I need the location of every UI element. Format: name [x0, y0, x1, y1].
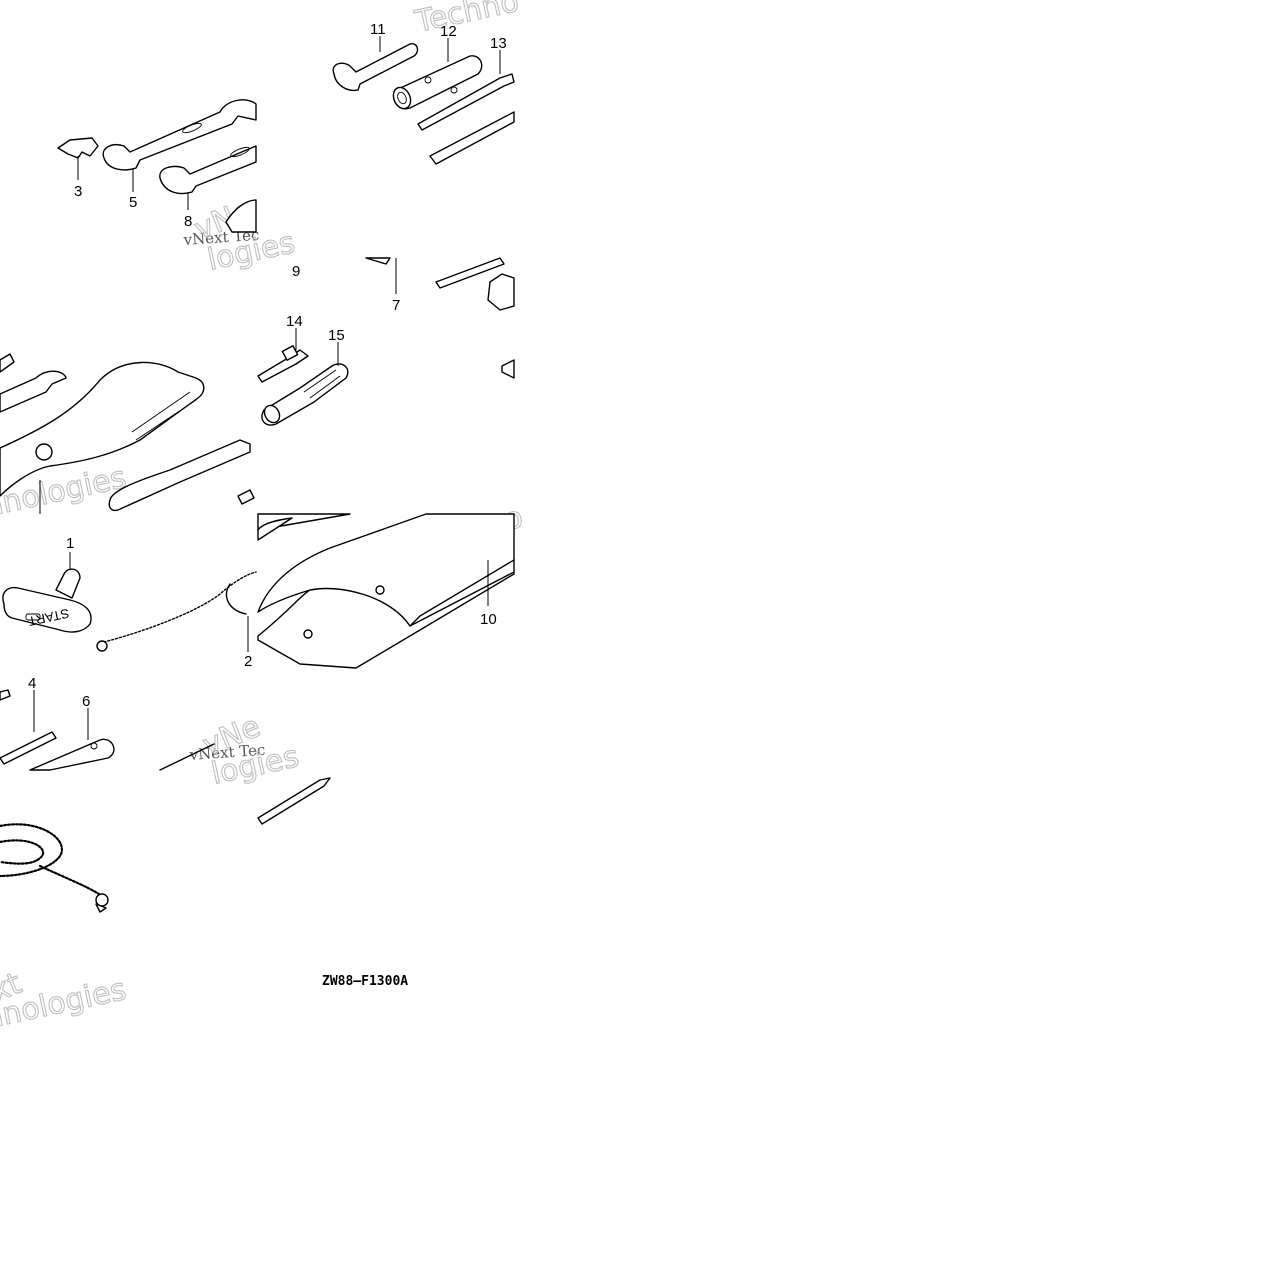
tile-wrench-set: 3 5 8	[57, 99, 257, 233]
part-label-12: 12	[440, 23, 457, 40]
part-15-driver	[261, 363, 349, 426]
part-edge	[501, 359, 515, 379]
part-label-11: 11	[370, 21, 386, 38]
part-13-blade	[429, 111, 515, 165]
part-4-rod	[0, 731, 57, 765]
part-8-stamp	[230, 146, 250, 158]
part-10-snap-2	[303, 629, 313, 639]
part-label-14: 14	[286, 313, 303, 330]
part-2-rope	[103, 571, 257, 643]
tile-box-wrench: 11 12 13	[332, 21, 515, 165]
tile-bag-edge	[257, 777, 331, 825]
part-1-handle	[2, 586, 92, 633]
part-pliers	[0, 361, 205, 497]
tile-strip: 9 7	[292, 257, 515, 314]
part-label-2: 2	[244, 653, 252, 670]
tile-socket-driver: 14 15	[257, 313, 515, 426]
part-11-wrench	[332, 43, 419, 92]
part-2-rope-coil	[0, 823, 106, 900]
part-5-stamp	[182, 122, 202, 134]
part-wrench-edge	[0, 353, 15, 373]
part-label-8: 8	[184, 213, 192, 230]
part-pliers-grip	[131, 391, 197, 441]
part-label-13: 13	[490, 35, 507, 52]
tile-starter-rope: START 1 2 4 6	[0, 535, 257, 771]
part-label-15: 15	[328, 327, 345, 344]
part-1-stem	[55, 568, 81, 599]
part-2-knot	[96, 640, 108, 652]
part-5-wrench	[102, 99, 257, 171]
part-10-bag-edge	[257, 777, 331, 825]
part-label-9: 9	[292, 263, 300, 280]
part-6-tube	[29, 738, 115, 771]
part-label-5: 5	[129, 194, 137, 211]
part-13-blade-lower	[435, 257, 505, 289]
part-13-screwdriver	[417, 73, 515, 131]
part-label-3: 3	[74, 183, 82, 200]
tile-rope-coil	[0, 823, 109, 913]
part-8-wrench	[159, 145, 257, 195]
part-12-end	[392, 86, 412, 110]
part-12-hex-end	[487, 273, 515, 311]
part-label-10: 10	[480, 611, 497, 628]
part-label-6: 6	[82, 693, 90, 710]
part-label-1: 1	[66, 535, 74, 552]
part-14-bit	[257, 349, 309, 383]
part-10-bag-top	[257, 513, 515, 627]
part-7-edge	[225, 199, 257, 233]
part-label-7: 7	[392, 297, 400, 314]
part-3-clip	[57, 137, 99, 159]
tile-pliers	[0, 353, 255, 514]
part-wrench-edge-2	[0, 370, 67, 413]
part-10-snap-1	[375, 585, 385, 595]
tile-tool-bag: 10	[257, 513, 515, 669]
part-label-4: 4	[28, 675, 36, 692]
part-4-screwdriver	[108, 439, 251, 512]
drawing-code: ZW88—F1300A	[322, 974, 408, 989]
part-10-bag-flap	[257, 513, 351, 531]
part-pliers-pivot	[35, 443, 53, 461]
